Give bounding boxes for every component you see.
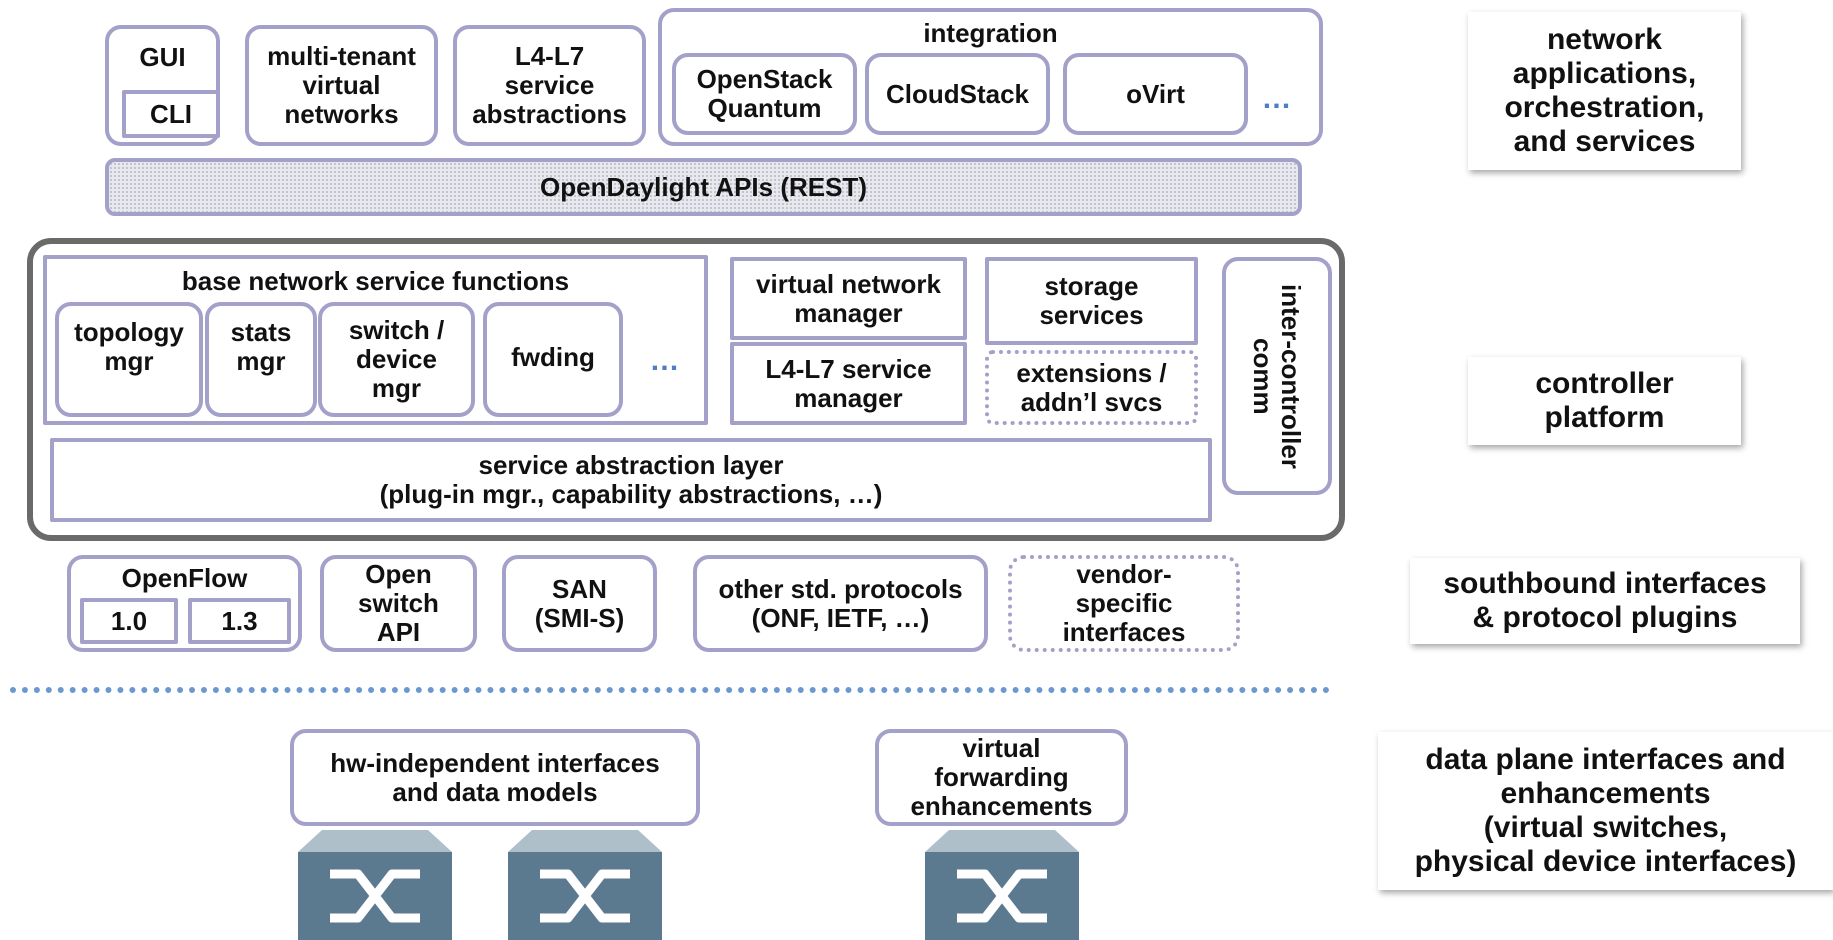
side-label-network-applications: network applications, orchestration, and… [1468, 12, 1741, 170]
hw-independent-interfaces-box [290, 729, 700, 826]
integration-item-ovirt: oVirt [1126, 78, 1185, 109]
virtual-network-manager-label: virtual network manager [756, 268, 941, 328]
extensions-addnl-svcs-label: extensions / addn’l svcs [1016, 357, 1167, 417]
integration-item-cloudstack: CloudStack [885, 78, 1030, 109]
opendaylight-apis-label: OpenDaylight APIs (REST) [540, 171, 867, 202]
hw-independent-interfaces-label: hw-independent interfaces and data model… [330, 747, 660, 807]
base-network-service-functions-title: base network service functions [181, 265, 570, 296]
openflow-version-1-0-box [80, 598, 178, 644]
inter-controller-comm-box [1222, 257, 1332, 495]
network-switch-icon [508, 830, 662, 940]
integration-item-openstack: OpenStack Quantum [696, 64, 833, 123]
l4l7-service-abstractions-label: L4-L7 service abstractions [472, 41, 627, 129]
stats-mgr-box [205, 302, 317, 417]
integration-item-cloudstack-box [865, 53, 1050, 135]
storage-services-label: storage services [1039, 271, 1144, 330]
l4l7-service-abstractions-box [453, 25, 646, 146]
virtual-network-manager-box [730, 257, 967, 340]
multi-tenant-virtual-networks-box [245, 25, 438, 146]
vendor-specific-interfaces-label: vendor- specific interfaces [1062, 559, 1186, 647]
virtual-forwarding-enhancements-label: virtual forwarding enhancements [910, 733, 1093, 821]
other-std-protocols-box [693, 555, 988, 652]
side-label-southbound-interfaces: southbound interfaces & protocol plugins [1410, 558, 1800, 644]
cli-label: CLI [150, 98, 192, 129]
l4l7-service-manager-box [730, 342, 967, 425]
storage-services-box [985, 257, 1198, 345]
extensions-addnl-svcs-box [985, 350, 1198, 425]
fwding-box [483, 302, 623, 417]
switch-device-mgr-label: switch / device mgr [348, 315, 445, 403]
stats-mgr-label: stats mgr [230, 317, 292, 376]
open-switch-api-box [320, 555, 477, 652]
base-functions-more-ellipsis: … [649, 343, 681, 377]
side-label-controller-platform: controller platform [1468, 357, 1741, 445]
service-abstraction-layer-label: service abstraction layer (plug-in mgr.,… [379, 450, 883, 509]
dataplane-separator [10, 687, 1330, 693]
open-switch-api-label: Open switch API [358, 559, 439, 647]
virtual-forwarding-enhancements-box [875, 729, 1128, 826]
opendaylight-apis-bar [105, 158, 1302, 216]
multi-tenant-virtual-networks-label: multi-tenant virtual networks [267, 41, 416, 129]
topology-mgr-box [55, 302, 203, 417]
topology-mgr-label: topology mgr [74, 317, 184, 376]
side-label-data-plane: data plane interfaces and enhancements (… [1378, 732, 1833, 890]
gui-label: GUI [139, 41, 186, 72]
openflow-title: OpenFlow [121, 562, 248, 593]
san-smis-box [502, 555, 657, 652]
cli-box [122, 90, 220, 138]
network-switch-icon [925, 830, 1079, 940]
integration-title: integration [923, 17, 1058, 48]
service-abstraction-layer-box [50, 438, 1212, 522]
network-switch-icon [298, 830, 452, 940]
openflow-version-1-3-box [188, 598, 291, 644]
openflow-version-1-0: 1.0 [110, 605, 148, 636]
other-std-protocols-label: other std. protocols (ONF, IETF, …) [718, 573, 963, 633]
inter-controller-comm-label: inter-controller comm [1248, 283, 1306, 469]
openflow-version-1-3: 1.3 [221, 605, 258, 636]
switch-device-mgr-box [318, 302, 475, 417]
fwding-label: fwding [511, 341, 595, 372]
l4l7-service-manager-label: L4-L7 service manager [765, 353, 932, 413]
integration-item-openstack-box [672, 53, 857, 135]
vendor-specific-interfaces-box [1008, 555, 1240, 652]
integration-more-ellipsis: … [1261, 81, 1293, 115]
integration-item-ovirt-box [1063, 53, 1248, 135]
san-smis-label: SAN (SMI-S) [534, 573, 625, 633]
